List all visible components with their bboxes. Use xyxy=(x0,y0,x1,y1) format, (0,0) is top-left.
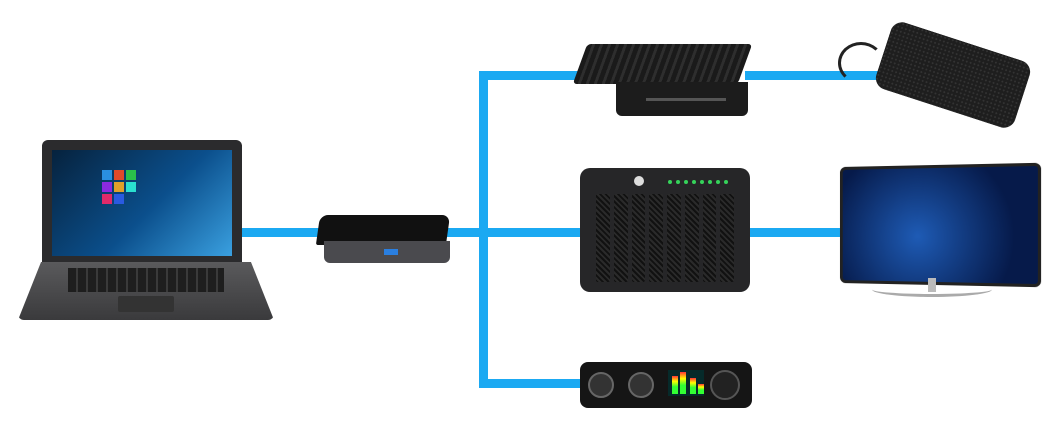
laptop-icon xyxy=(42,140,242,262)
monitor-icon xyxy=(839,162,1042,288)
connection-raid-monitor xyxy=(748,228,840,237)
laptop-base xyxy=(18,262,274,320)
laptop-screen xyxy=(52,150,232,256)
monitor-knob xyxy=(710,370,740,400)
connection-to-ssd xyxy=(479,71,589,80)
portable-ssd-icon xyxy=(872,19,1034,131)
connection-trunk-vertical xyxy=(479,71,488,388)
usb-cable xyxy=(838,42,884,84)
ssd-icon xyxy=(572,44,753,118)
audio-interface-icon xyxy=(580,362,752,408)
hub-icon xyxy=(315,215,451,265)
connection-hub-junction xyxy=(445,228,585,237)
raid-enclosure-icon xyxy=(580,168,750,292)
monitor-stand xyxy=(872,282,992,297)
connection-laptop-hub xyxy=(240,228,320,237)
level-meter xyxy=(668,370,704,396)
connection-to-audio xyxy=(479,379,583,388)
connection-ssd-portable xyxy=(745,71,925,80)
laptop-keyboard xyxy=(68,268,224,292)
usb-port xyxy=(384,249,398,255)
laptop-touchpad xyxy=(118,296,174,312)
